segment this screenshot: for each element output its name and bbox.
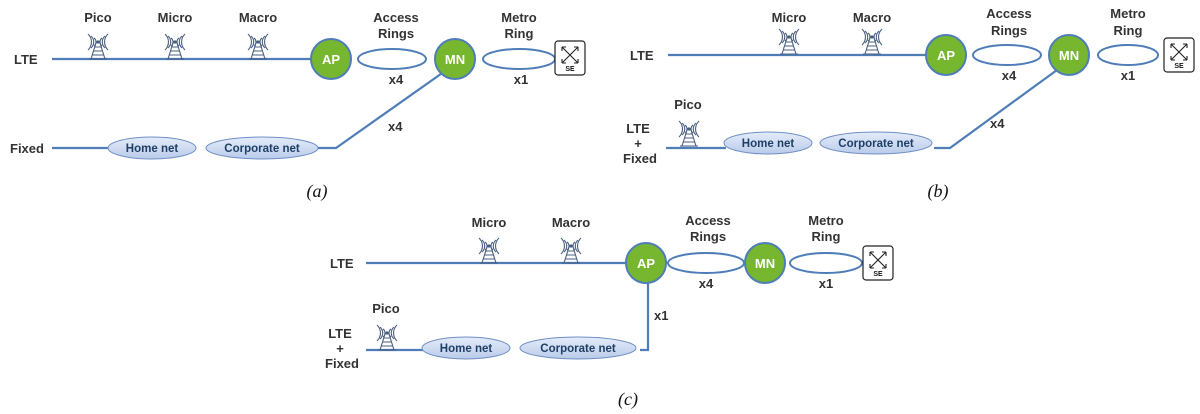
metro-ring [789, 252, 863, 274]
lte-fixed-label-2: + [634, 136, 642, 151]
pico-antenna [87, 33, 109, 60]
lte-fixed-label-3: Fixed [325, 356, 359, 371]
access-label-2: Rings [378, 26, 414, 41]
panel-a: LTE Pico Micro Macro Access Rings Metro … [10, 10, 586, 202]
access-label-1: Access [986, 6, 1032, 21]
macro-label: Macro [853, 10, 891, 25]
lte-label: LTE [630, 48, 654, 63]
mn-node [1048, 34, 1090, 76]
corporate-net [819, 131, 933, 155]
lte-fixed-label-1: LTE [328, 326, 352, 341]
access-label-1: Access [685, 213, 731, 228]
metro-ring [1097, 44, 1159, 66]
micro-antenna [478, 237, 500, 264]
access-label-1: Access [373, 10, 419, 25]
macro-antenna [247, 33, 269, 60]
access-ring [667, 252, 745, 274]
metro-label-2: Ring [505, 26, 534, 41]
macro-label: Macro [239, 10, 277, 25]
corporate-net-label: Corporate net [224, 143, 300, 155]
lte-fixed-label-2: + [336, 341, 344, 356]
access-multiplicity: x4 [699, 276, 714, 291]
mn-label: MN [1059, 48, 1079, 63]
metro-label-1: Metro [1110, 6, 1145, 21]
metro-multiplicity: x1 [1121, 68, 1135, 83]
fixed-multiplicity: x4 [388, 119, 403, 134]
ap-label: AP [937, 48, 955, 63]
caption-b: (b) [928, 181, 949, 202]
se-label: SE [1174, 63, 1184, 70]
micro-antenna [164, 33, 186, 60]
fixed-uplink [318, 63, 456, 150]
fixed-uplink [640, 283, 650, 352]
home-net [421, 336, 511, 360]
pico-antenna [678, 120, 700, 147]
macro-antenna [560, 237, 582, 264]
access-ring [357, 48, 427, 70]
caption-a: (a) [307, 181, 328, 202]
mn-label: MN [755, 256, 775, 271]
fixed-multiplicity: x4 [990, 116, 1005, 131]
home-net [107, 136, 197, 160]
access-ring [972, 44, 1042, 66]
metro-ring [482, 48, 556, 70]
fixed-label: Fixed [10, 141, 44, 156]
macro-antenna [861, 28, 883, 55]
ap-label: AP [637, 256, 655, 271]
pico-label: Pico [674, 97, 702, 112]
lte-label: LTE [14, 52, 38, 67]
ap-label: AP [322, 52, 340, 67]
metro-label-2: Ring [812, 229, 841, 244]
metro-label-1: Metro [501, 10, 536, 25]
fixed-multiplicity: x1 [654, 308, 668, 323]
metro-label-1: Metro [808, 213, 843, 228]
panel-c: LTE Micro Macro Access Rings Metro Ring … [325, 213, 894, 410]
lte-fixed-label-1: LTE [626, 121, 650, 136]
metro-label-2: Ring [1114, 23, 1143, 38]
pico-antenna [376, 324, 398, 351]
ap-node [625, 242, 667, 284]
corporate-net [519, 336, 637, 360]
metro-multiplicity: x1 [514, 72, 528, 87]
ap-node [310, 38, 352, 80]
micro-label: Micro [158, 10, 193, 25]
micro-label: Micro [772, 10, 807, 25]
mn-node [744, 242, 786, 284]
access-multiplicity: x4 [1002, 68, 1017, 83]
lte-fixed-label-3: Fixed [623, 151, 657, 166]
micro-antenna [778, 28, 800, 55]
panel-b: LTE Micro Macro Access Rings Metro Ring … [623, 6, 1195, 202]
corporate-net-label: Corporate net [838, 138, 914, 150]
micro-label: Micro [472, 215, 507, 230]
home-net-label: Home net [742, 138, 795, 150]
corporate-net-label: Corporate net [540, 343, 616, 355]
pico-label: Pico [372, 301, 400, 316]
pico-label: Pico [84, 10, 112, 25]
lte-label: LTE [330, 256, 354, 271]
macro-label: Macro [552, 215, 590, 230]
caption-c: (c) [618, 389, 638, 410]
mn-label: MN [445, 52, 465, 67]
mn-node [434, 38, 476, 80]
se-label: SE [565, 66, 575, 73]
home-net [723, 131, 813, 155]
access-multiplicity: x4 [389, 72, 404, 87]
home-net-label: Home net [440, 343, 493, 355]
home-net-label: Home net [126, 143, 179, 155]
se-label: SE [873, 271, 883, 278]
metro-multiplicity: x1 [819, 276, 833, 291]
ap-node [925, 34, 967, 76]
fixed-uplink [934, 61, 1069, 150]
access-label-2: Rings [690, 229, 726, 244]
access-label-2: Rings [991, 23, 1027, 38]
corporate-net [205, 136, 319, 160]
